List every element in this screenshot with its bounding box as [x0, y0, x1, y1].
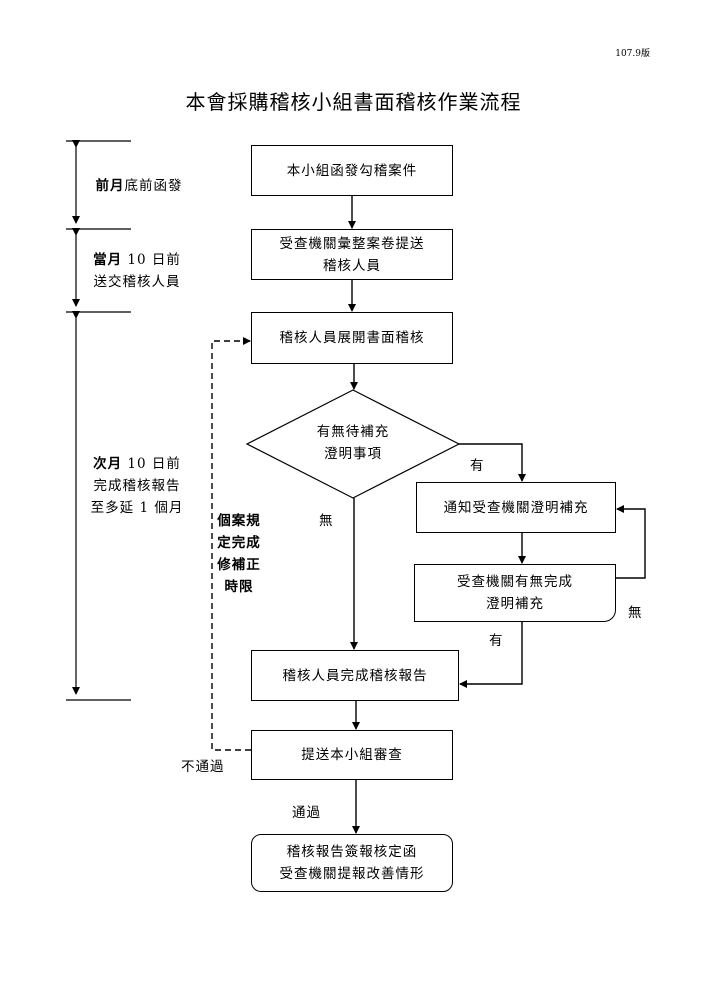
page-title: 本會採購稽核小組書面稽核作業流程 [185, 90, 522, 114]
timeline-bars [66, 140, 131, 701]
decision-diamond [245, 389, 461, 499]
completion-check-box: 受查機關有無完成澄明補充 [414, 564, 616, 622]
dashed-return-line [211, 337, 251, 751]
yes-right-label: 有 [470, 458, 485, 474]
phase3-label: 次月 10 日前 完成稽核報告 至多延 1 個月 [90, 456, 184, 516]
decision-text: 有無待補充 澄明事項 [316, 424, 390, 462]
yes-down-label: 有 [489, 633, 504, 649]
deadline-note: 個案規 定完成 修補正 時限 [217, 513, 261, 595]
review-box: 提送本小組審查 [251, 730, 453, 780]
step-dispatch-box: 本小組函發勾稽案件 [251, 145, 453, 196]
flow-arrows [348, 195, 646, 834]
step-submit-box: 受查機關彙整案卷提送稽核人員 [251, 229, 453, 280]
phase1-label: 前月底前函發 [95, 178, 183, 194]
no-down-label: 無 [319, 513, 334, 529]
no-loop-label: 無 [628, 605, 643, 621]
final-box: 稽核報告簽報核定函受查機關提報改善情形 [251, 834, 453, 892]
version-label: 107.9版 [615, 49, 650, 59]
fail-label: 不通過 [181, 759, 225, 775]
phase2-label: 當月 10 日前 送交稽核人員 [93, 252, 181, 290]
pass-label: 通過 [292, 805, 321, 821]
notify-box: 通知受查機關澄明補充 [416, 482, 616, 533]
report-box: 稽核人員完成稽核報告 [251, 650, 459, 701]
step-audit-start-box: 稽核人員展開書面稽核 [251, 312, 453, 364]
